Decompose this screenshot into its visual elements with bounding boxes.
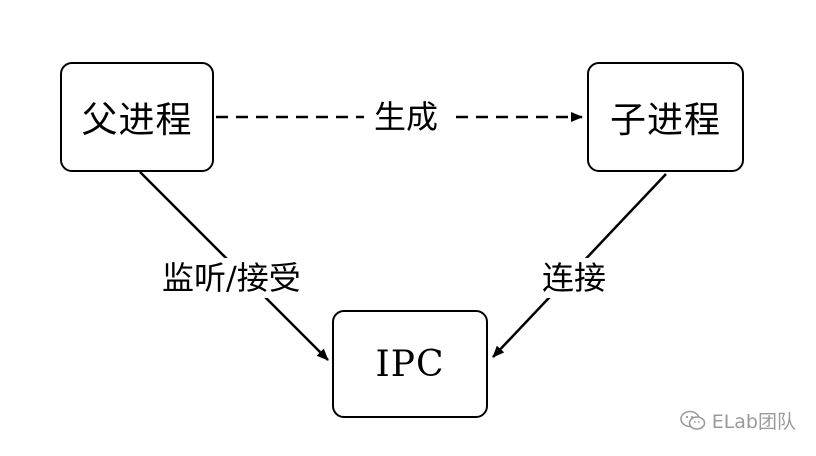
parent-process-label: 父进程 xyxy=(81,100,193,141)
watermark: ELab团队 xyxy=(679,407,796,434)
wechat-icon xyxy=(679,410,706,430)
parent-process-node: 父进程 xyxy=(60,62,214,172)
ipc-node: IPC xyxy=(332,310,488,418)
connect-label: 连接 xyxy=(540,258,609,298)
child-process-node: 子进程 xyxy=(587,62,744,172)
child-process-label: 子进程 xyxy=(609,100,721,141)
listen-accept-label: 监听/接受 xyxy=(160,258,303,298)
spawn-label: 生成 xyxy=(364,101,449,133)
watermark-text: ELab团队 xyxy=(711,411,796,433)
ipc-label: IPC xyxy=(375,343,445,385)
